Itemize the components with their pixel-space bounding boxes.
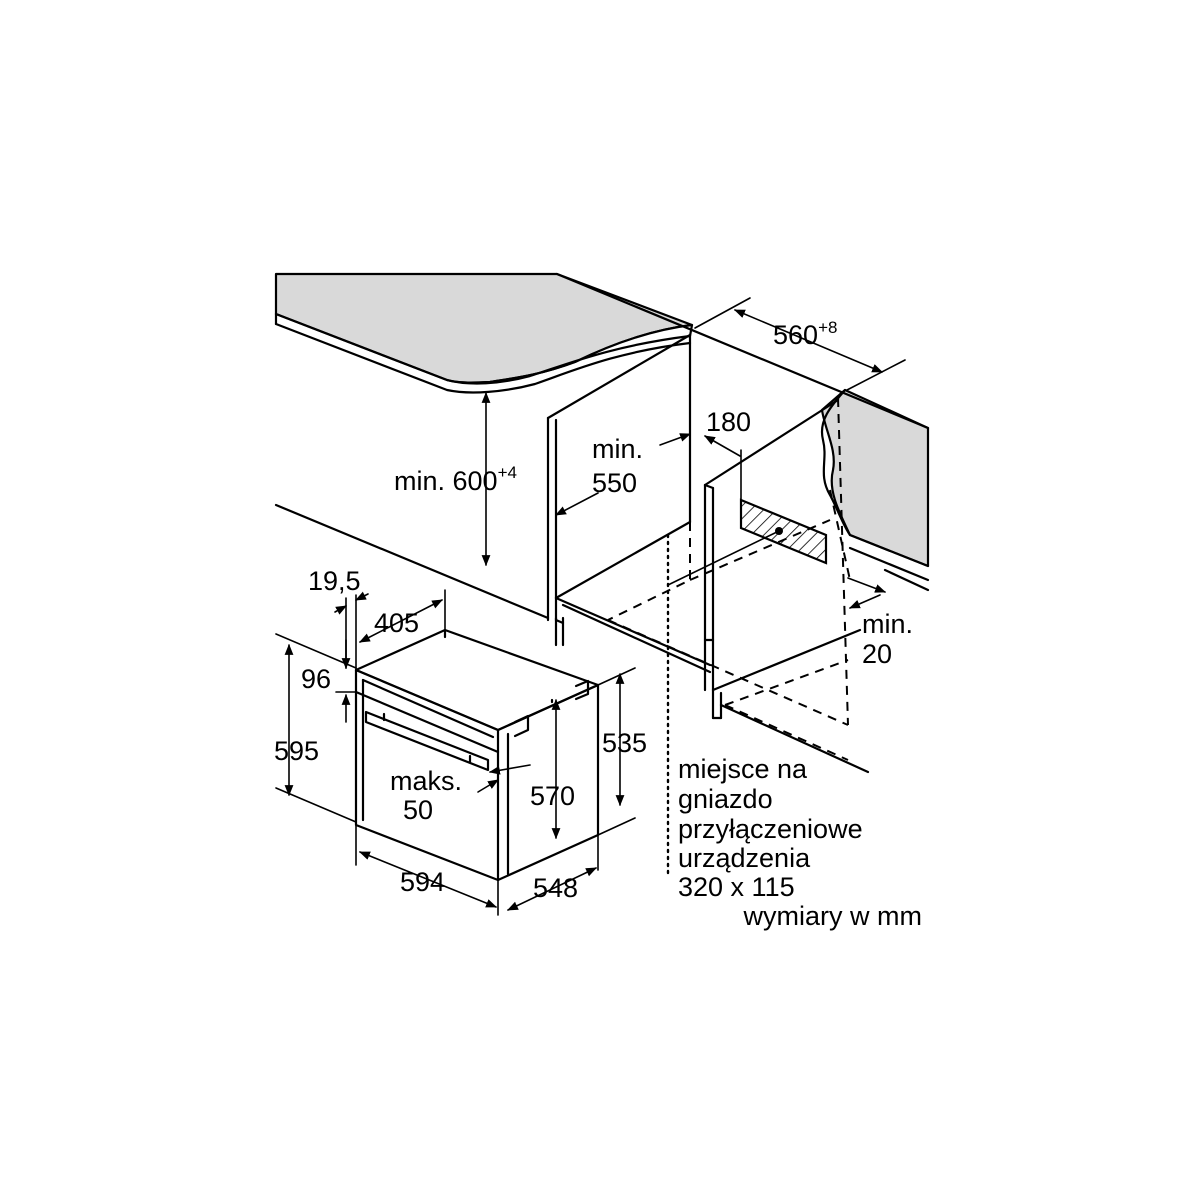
label-body-height: 570 xyxy=(530,781,575,811)
dim-body-depth xyxy=(507,834,599,911)
label-body-depth: 548 xyxy=(533,873,578,903)
label-socket-offset: 180 xyxy=(706,407,751,437)
label-depth-niche-prefix: min. xyxy=(592,434,643,464)
socket-note-line: miejsce na xyxy=(678,754,808,784)
countertop-right xyxy=(820,388,930,592)
socket-note-line: urządzenia xyxy=(678,843,811,873)
dim-total-height xyxy=(275,633,357,823)
label-control-height: 96 xyxy=(301,664,331,694)
dim-width-niche xyxy=(694,297,906,391)
socket-note-line: przyłączeniowe xyxy=(678,814,863,844)
dim-front-top xyxy=(334,589,446,691)
dim-socket-offset xyxy=(659,433,742,501)
socket-note: miejsce na gniazdo przyłączeniowe urządz… xyxy=(678,754,863,902)
dim-gap xyxy=(847,577,887,609)
dim-total-width xyxy=(355,824,499,916)
oven xyxy=(354,628,600,882)
label-depth-niche-value: 550 xyxy=(592,468,637,498)
label-handle-value: 50 xyxy=(403,795,433,825)
socket-note-line: gniazdo xyxy=(678,784,773,814)
label-gap-prefix: min. xyxy=(862,609,913,639)
socket-note-line: 320 x 115 xyxy=(678,872,795,902)
label-panel-height: 405 xyxy=(374,608,419,638)
dim-control-height xyxy=(335,639,357,723)
label-handle-prefix: maks. xyxy=(390,766,462,796)
units-note: wymiary w mm xyxy=(743,901,922,931)
dim-handle xyxy=(477,764,531,793)
dimension-labels: 560+8 180 min. 550 min. 600+4 min. 20 19… xyxy=(274,318,913,903)
dim-depth-niche xyxy=(555,492,599,516)
label-total-height: 595 xyxy=(274,736,319,766)
label-gap-value: 20 xyxy=(862,639,892,669)
niche-cabinet xyxy=(274,272,930,877)
label-rear-height: 535 xyxy=(602,728,647,758)
socket-area xyxy=(667,498,828,586)
dim-rear-height xyxy=(597,667,636,836)
countertop-left xyxy=(274,272,694,394)
label-width-niche: 560+8 xyxy=(773,318,837,350)
label-front-depth-top: 19,5 xyxy=(308,566,361,596)
label-total-width: 594 xyxy=(400,867,445,897)
label-height-niche: min. 600+4 xyxy=(394,463,517,496)
